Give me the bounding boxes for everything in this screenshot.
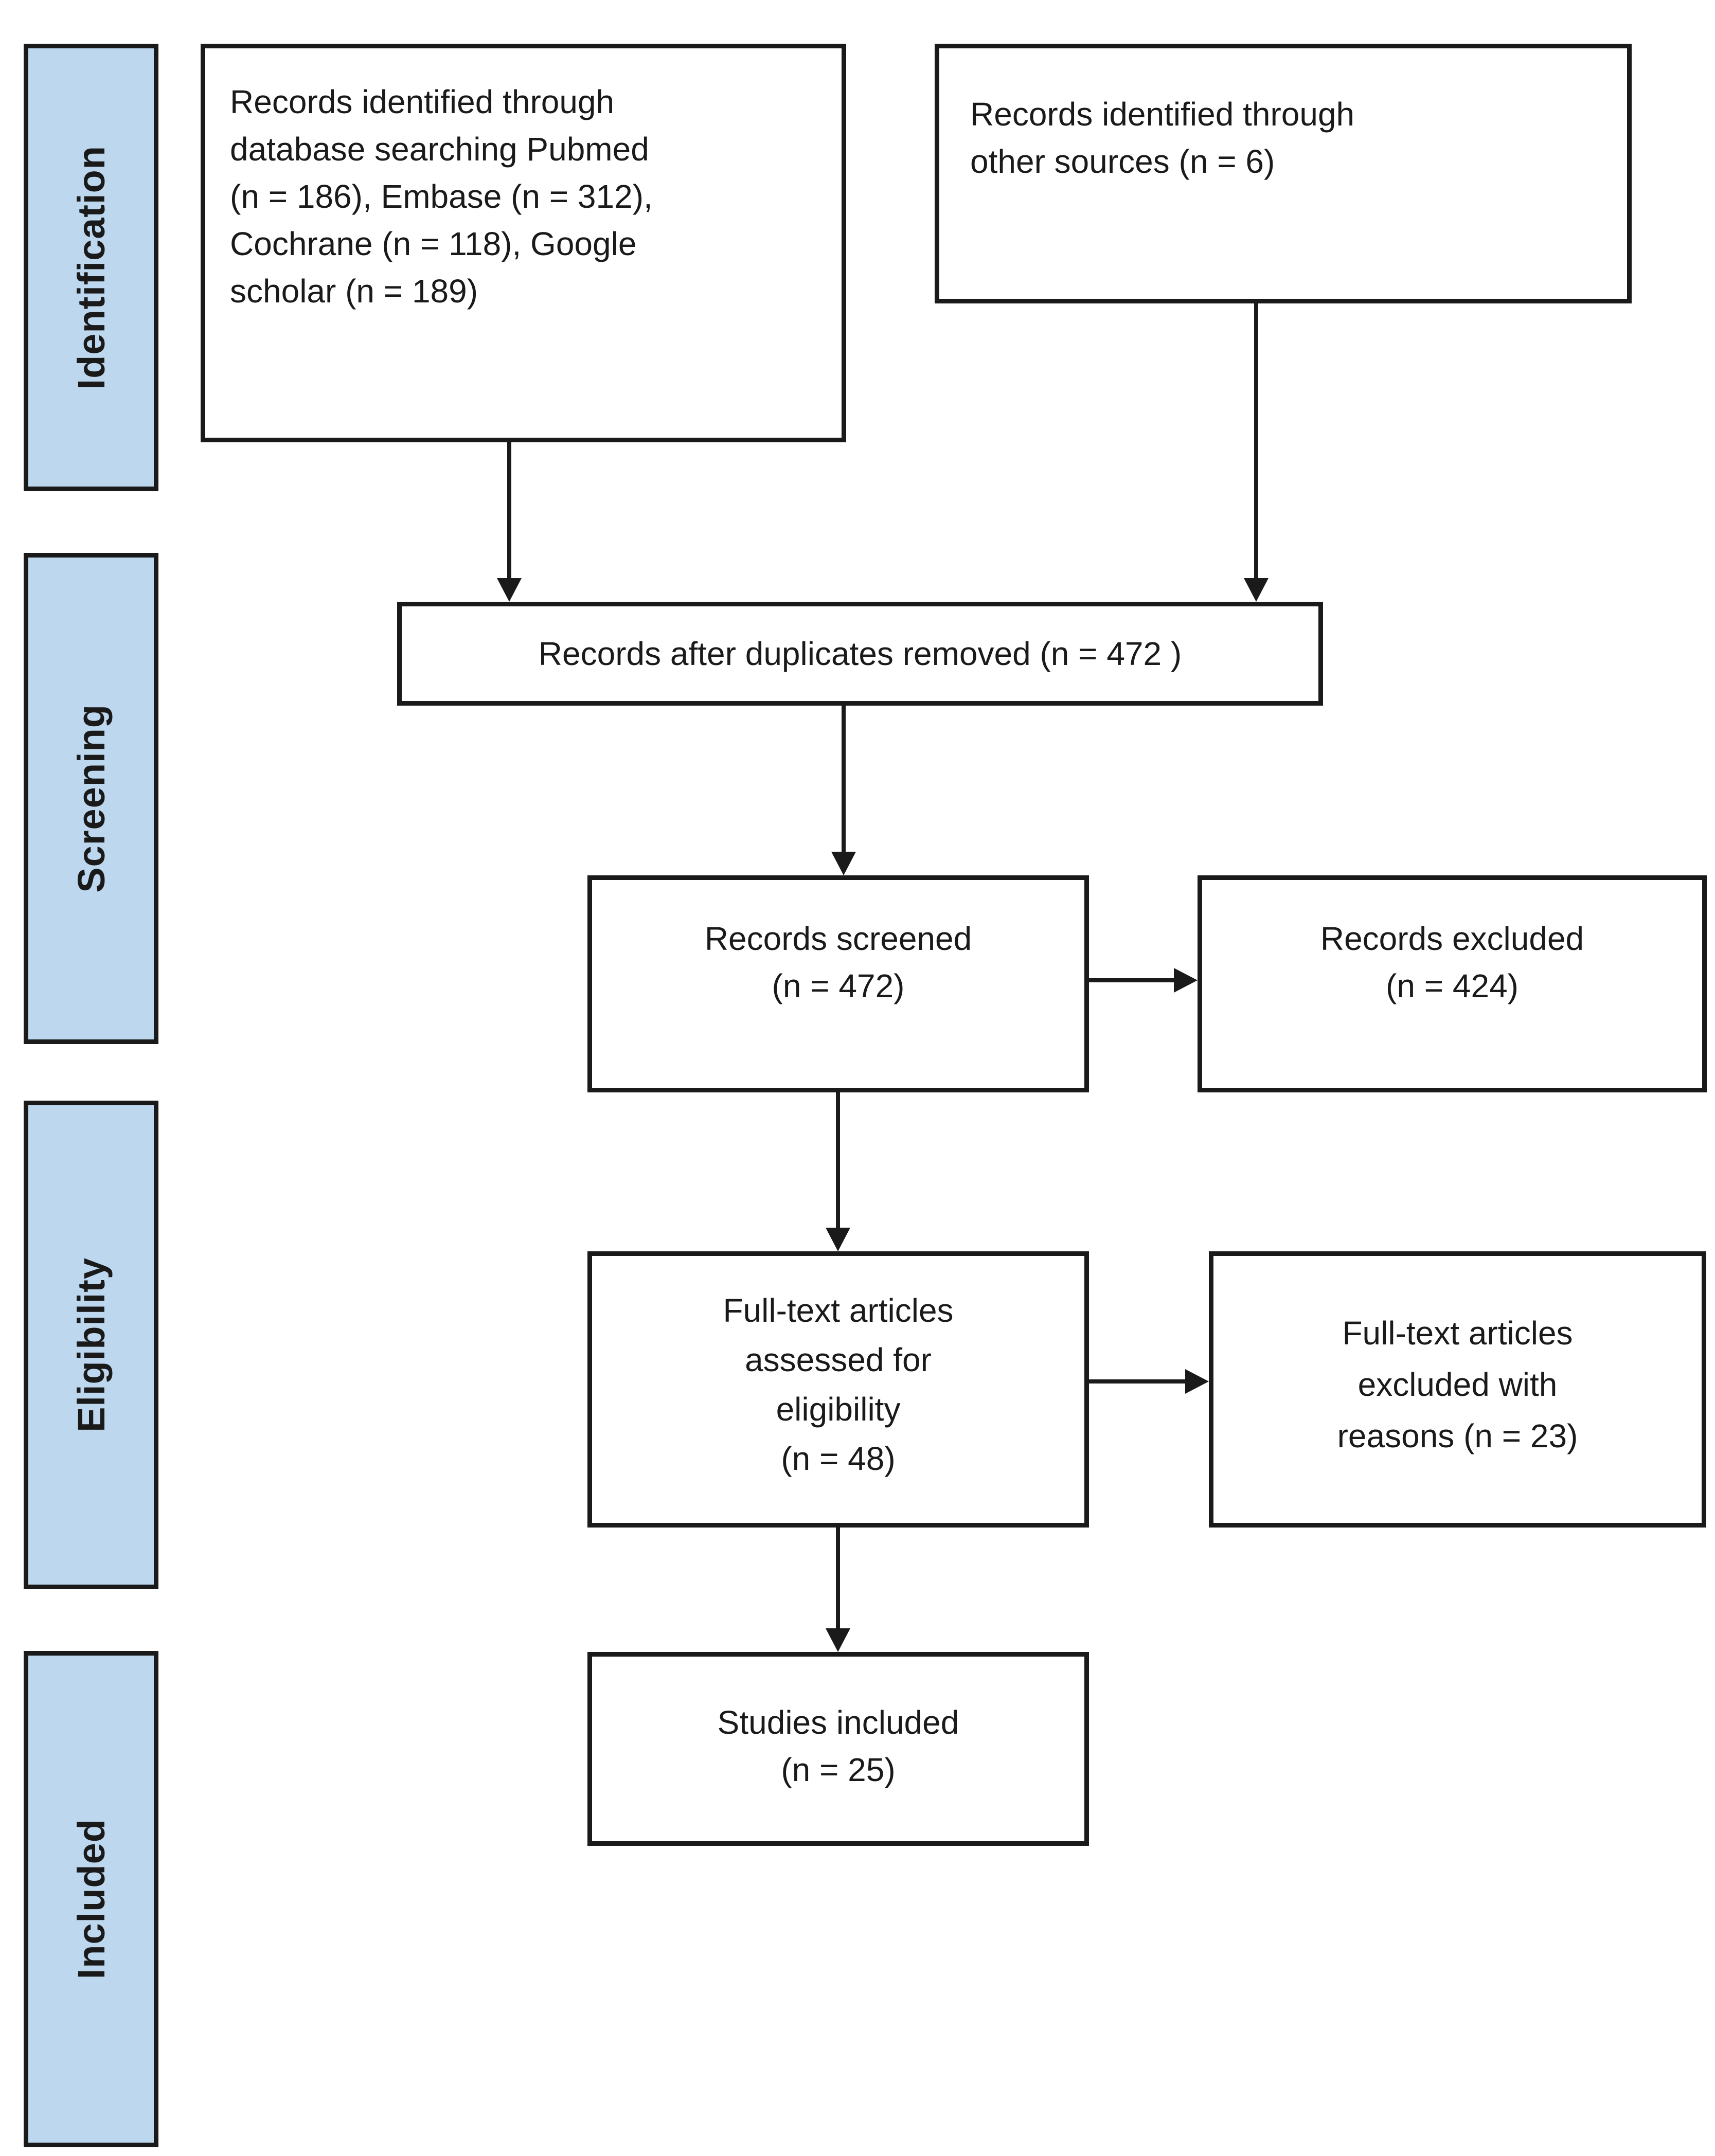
arrow-fulltext-to-ftexcluded-line <box>1089 1379 1186 1384</box>
arrow-database-to-duplicates-line <box>507 442 511 579</box>
box-text-line: reasons (n = 23) <box>1337 1417 1578 1454</box>
box-records-identified-other-sources: Records identified through other sources… <box>935 44 1632 303</box>
arrow-other-sources-to-duplicates-head <box>1244 578 1269 602</box>
arrow-screened-to-excluded-line <box>1089 978 1175 982</box>
arrow-screened-to-fulltext-line <box>836 1092 840 1229</box>
stage-label-screening: Screening <box>69 704 113 893</box>
box-text-line: Records excluded <box>1320 920 1584 957</box>
stage-label-included: Included <box>69 1819 113 1980</box>
box-text-line: Records after duplicates removed (n = 47… <box>538 635 1182 672</box>
stage-box-identification: Identification <box>24 44 158 491</box>
arrow-screened-to-fulltext-head <box>826 1228 850 1251</box>
box-text-line: Cochrane (n = 118), Google <box>230 225 637 262</box>
stage-box-included: Included <box>24 1651 158 2147</box>
arrow-fulltext-to-ftexcluded-head <box>1185 1369 1209 1394</box>
box-fulltext-excluded: Full-text articles excluded with reasons… <box>1209 1251 1706 1528</box>
box-text-line: Records identified through <box>970 96 1355 133</box>
arrow-duplicates-to-screened-head <box>831 852 856 875</box>
arrow-fulltext-to-included-line <box>836 1528 840 1629</box>
arrow-duplicates-to-screened-line <box>842 706 846 853</box>
arrow-other-sources-to-duplicates-line <box>1254 303 1258 579</box>
arrow-database-to-duplicates-head <box>497 578 522 602</box>
box-records-screened: Records screened (n = 472) <box>587 875 1089 1092</box>
box-text-line: Full-text articles <box>1342 1315 1573 1352</box>
box-fulltext-assessed: Full-text articles assessed for eligibil… <box>587 1251 1089 1528</box>
box-text-line: (n = 25) <box>781 1751 896 1788</box>
box-text-line: (n = 48) <box>781 1440 896 1477</box>
box-studies-included: Studies included (n = 25) <box>587 1652 1089 1846</box>
box-text-line: Records identified through <box>230 83 615 120</box>
box-text-line: Studies included <box>717 1704 959 1741</box>
box-text-line: Full-text articles <box>723 1292 954 1329</box>
stage-label-identification: Identification <box>69 145 113 390</box>
box-text-line: (n = 472) <box>772 967 905 1004</box>
box-text-line: (n = 186), Embase (n = 312), <box>230 178 653 215</box>
box-text-line: other sources (n = 6) <box>970 143 1275 180</box>
arrow-fulltext-to-included-head <box>826 1628 850 1652</box>
stage-box-eligibility: Eligibility <box>24 1101 158 1589</box>
box-text-line: Records screened <box>704 920 972 957</box>
box-text-line: scholar (n = 189) <box>230 273 478 310</box>
stage-label-eligibility: Eligibility <box>69 1257 113 1432</box>
stage-box-screening: Screening <box>24 553 158 1044</box>
arrow-screened-to-excluded-head <box>1174 968 1198 993</box>
box-records-identified-database: Records identified through database sear… <box>201 44 846 442</box>
box-text-line: eligibility <box>776 1391 901 1428</box>
box-text-line: (n = 424) <box>1386 967 1519 1004</box>
box-text-line: assessed for <box>745 1341 932 1378</box>
box-records-after-duplicates-removed: Records after duplicates removed (n = 47… <box>397 602 1323 706</box>
box-records-excluded: Records excluded (n = 424) <box>1198 875 1707 1092</box>
box-text-line: database searching Pubmed <box>230 131 649 168</box>
box-text-line: excluded with <box>1357 1366 1558 1403</box>
